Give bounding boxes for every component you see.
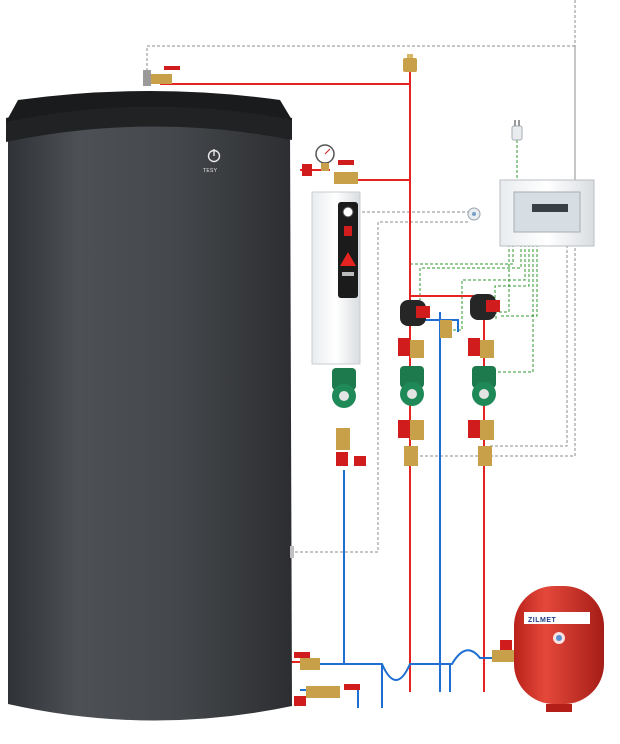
tank-top-valve	[143, 66, 180, 86]
signal-wires	[146, 0, 576, 553]
circulation-pump-boiler	[332, 368, 356, 408]
power-plug-icon	[511, 120, 523, 141]
mixing-valve-right	[470, 294, 500, 320]
return-pipes	[300, 312, 496, 708]
boiler-top-valve	[334, 160, 358, 184]
electric-boiler	[311, 191, 361, 365]
bypass-fitting-left	[440, 320, 452, 338]
brass-fittings	[300, 340, 516, 698]
pressure-gauge	[315, 144, 335, 171]
circulation-pump-circuit-2	[472, 366, 496, 406]
air-vent	[403, 54, 417, 72]
power-symbol-icon	[207, 149, 221, 163]
circulation-pump-circuit-1	[400, 366, 424, 406]
safety-valve	[302, 164, 312, 176]
tank-brand-label: TESY	[203, 168, 218, 174]
storage-tank	[6, 91, 294, 721]
mixing-valve-left	[400, 300, 430, 326]
control-box	[499, 179, 595, 247]
room-thermostat-icon	[467, 207, 481, 221]
ball-valves	[294, 338, 512, 706]
expansion-vessel-brand-label: ZILMET	[528, 617, 557, 624]
control-wires	[409, 140, 538, 373]
expansion-vessel	[514, 586, 604, 712]
